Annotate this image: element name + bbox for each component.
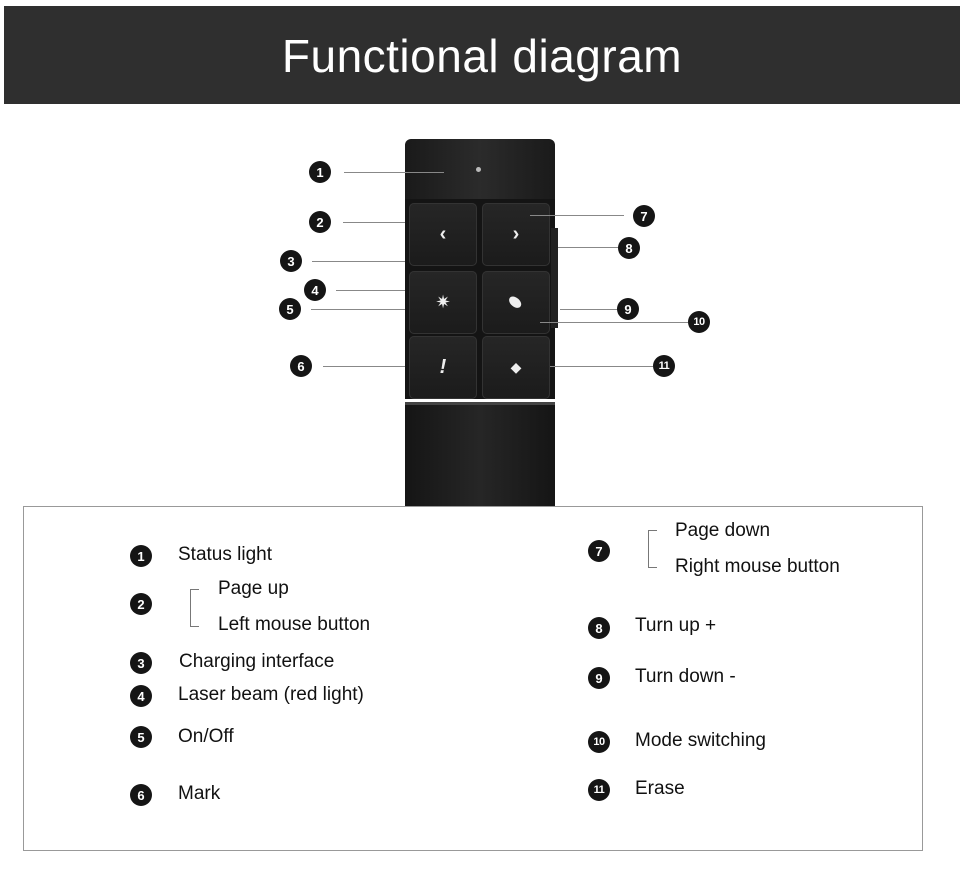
callout-11: 11	[653, 355, 675, 377]
legend-num-4: 4	[130, 685, 152, 707]
side-volume-switch	[551, 228, 558, 328]
leader-line-4	[336, 290, 405, 291]
legend-num-1: 1	[130, 545, 152, 567]
legend-label-6: Mark	[178, 783, 221, 804]
legend-num-7: 7	[588, 540, 610, 562]
chevron-left-icon: ‹	[439, 223, 447, 245]
callout-7: 7	[633, 205, 655, 227]
legend-label-9: Turn down -	[635, 666, 736, 687]
leader-line-9	[560, 309, 618, 310]
leader-line-2	[343, 222, 405, 223]
legend-num-6: 6	[130, 784, 152, 806]
leader-line-7	[530, 215, 624, 216]
erase-key: ◆	[482, 336, 550, 399]
legend-num-3: 3	[130, 652, 152, 674]
laser-key: ✷	[409, 271, 477, 334]
legend-num-10: 10	[588, 731, 610, 753]
callout-9: 9	[617, 298, 639, 320]
legend-bracket-7	[648, 530, 657, 568]
leader-line-3	[312, 261, 405, 262]
laser-star-icon: ✷	[435, 292, 451, 312]
legend-num-8: 8	[588, 617, 610, 639]
mode-key: ⬮	[482, 271, 550, 334]
callout-4: 4	[304, 279, 326, 301]
status-light-icon	[476, 167, 481, 172]
callout-5: 5	[279, 298, 301, 320]
leader-line-5	[311, 309, 405, 310]
pen-mark-icon: !	[439, 356, 447, 378]
callout-8: 8	[618, 237, 640, 259]
callout-6: 6	[290, 355, 312, 377]
leader-line-10	[540, 322, 688, 323]
legend-num-11: 11	[588, 779, 610, 801]
callout-10: 10	[688, 311, 710, 333]
legend-label-2a: Page up	[218, 578, 289, 599]
callout-2: 2	[309, 211, 331, 233]
legend-num-2: 2	[130, 593, 152, 615]
chevron-right-icon: ›	[512, 223, 520, 245]
legend-label-8: Turn up +	[635, 615, 717, 636]
legend-num-9: 9	[588, 667, 610, 689]
leader-line-8	[558, 247, 618, 248]
callout-3: 3	[280, 250, 302, 272]
legend-label-1: Status light	[178, 544, 272, 565]
legend-num-5: 5	[130, 726, 152, 748]
mode-oval-icon: ⬮	[505, 292, 526, 312]
legend-label-7a: Page down	[675, 520, 771, 541]
legend-label-7b: Right mouse button	[675, 556, 840, 577]
page-down-key: ›	[482, 203, 550, 266]
legend-label-11: Erase	[635, 778, 685, 799]
mark-key: !	[409, 336, 477, 399]
leader-line-1	[344, 172, 444, 173]
legend-box: 1 Status light 2 Page up Left mouse butt…	[23, 506, 923, 851]
callout-1: 1	[309, 161, 331, 183]
leader-line-6	[323, 366, 405, 367]
eraser-icon: ◆	[510, 359, 522, 375]
page-up-key: ‹	[409, 203, 477, 266]
page-title: Functional diagram	[281, 30, 683, 82]
legend-label-3: Charging interface	[179, 651, 335, 672]
legend-label-2b: Left mouse button	[218, 614, 371, 635]
legend-bracket-2	[190, 589, 199, 627]
remote-handle	[405, 402, 555, 513]
legend-label-10: Mode switching	[635, 730, 766, 751]
title-banner: Functional diagram	[4, 6, 960, 104]
legend-label-5: On/Off	[178, 726, 234, 747]
legend-label-4: Laser beam (red light)	[178, 684, 364, 705]
leader-line-11	[550, 366, 653, 367]
